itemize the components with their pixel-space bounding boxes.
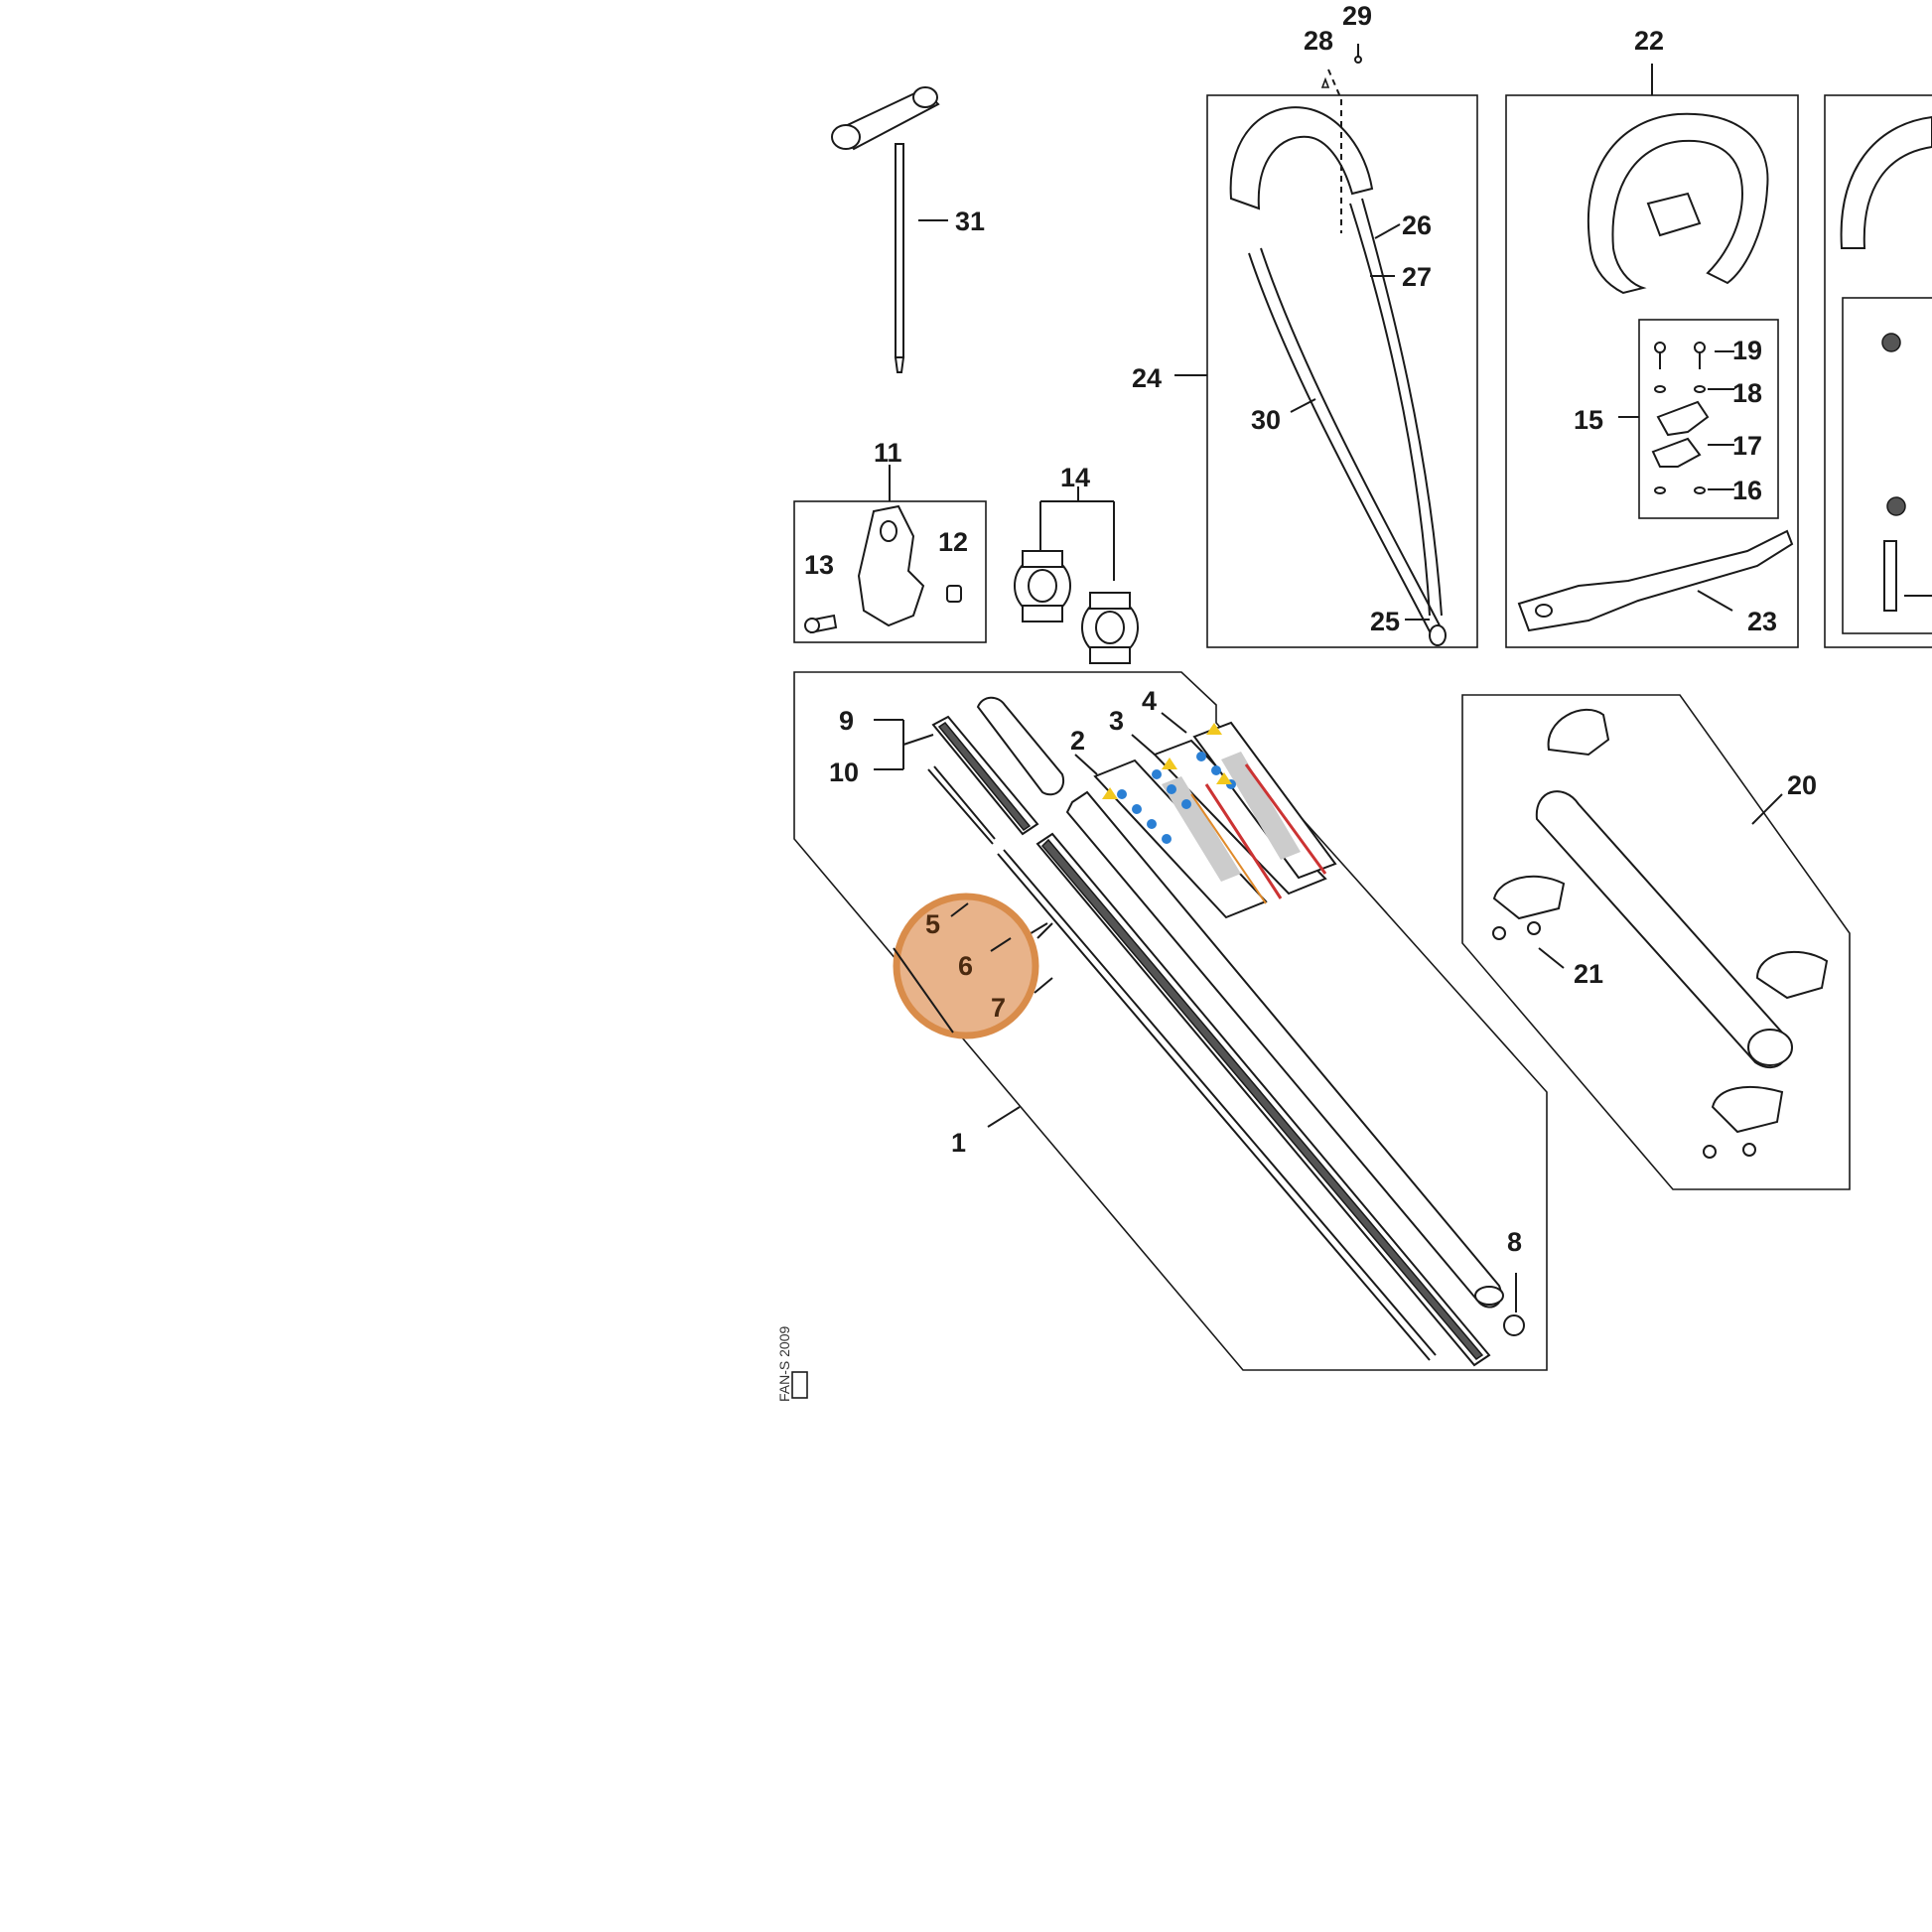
label-13: 13 [804,550,834,580]
grip-tube-part [1492,709,1829,1159]
box-20 [1461,694,1851,1190]
label-2: 2 [1070,726,1085,756]
label-19: 19 [1732,336,1762,365]
clamp-pair-part [1014,486,1139,664]
label-14: 14 [1060,463,1090,492]
label-26: 26 [1402,210,1432,240]
handle-clamp-part [804,504,962,634]
label-24: 24 [1132,363,1162,393]
label-17: 17 [1732,431,1762,461]
label-30: 30 [1251,405,1281,435]
box-24 [1206,94,1478,648]
label-18: 18 [1732,378,1762,408]
box-1 [793,671,1548,1371]
label-7: 7 [991,993,1006,1023]
label-29: 29 [1342,1,1372,31]
hardware-15-part [1651,342,1710,494]
decal-sheets-part [1093,721,1337,919]
label-6: 6 [958,951,973,981]
t-wrench-part [831,86,948,373]
label-4: 4 [1142,686,1157,716]
label-20: 20 [1787,770,1817,800]
drawing-code: FAN-S 2009 [776,1326,792,1402]
box-15 [1638,319,1779,519]
label-21: 21 [1574,959,1603,989]
label-27: 27 [1402,262,1432,292]
label-1: 1 [951,1128,966,1158]
label-11: 11 [874,438,902,468]
label-9: 9 [839,706,854,736]
label-22: 22 [1634,26,1664,56]
harness-part [1229,69,1447,646]
label-5: 5 [925,909,940,939]
label-10: 10 [829,758,859,787]
label-16: 16 [1732,476,1762,505]
plug-8-part [1503,1314,1525,1336]
label-8: 8 [1507,1227,1522,1257]
label-3: 3 [1109,706,1124,736]
label-28: 28 [1304,26,1333,56]
loop-handle-part [1587,112,1769,295]
label-15: 15 [1574,405,1603,435]
drive-shaft-part [927,715,1491,1367]
handle-bar-23-part [1517,529,1794,632]
label-12: 12 [938,527,968,557]
box-right-partial [1824,94,1932,648]
label-31: 31 [955,207,985,236]
outer-tube-part [976,696,1504,1309]
label-23: 23 [1747,607,1777,636]
label-25: 25 [1370,607,1400,636]
